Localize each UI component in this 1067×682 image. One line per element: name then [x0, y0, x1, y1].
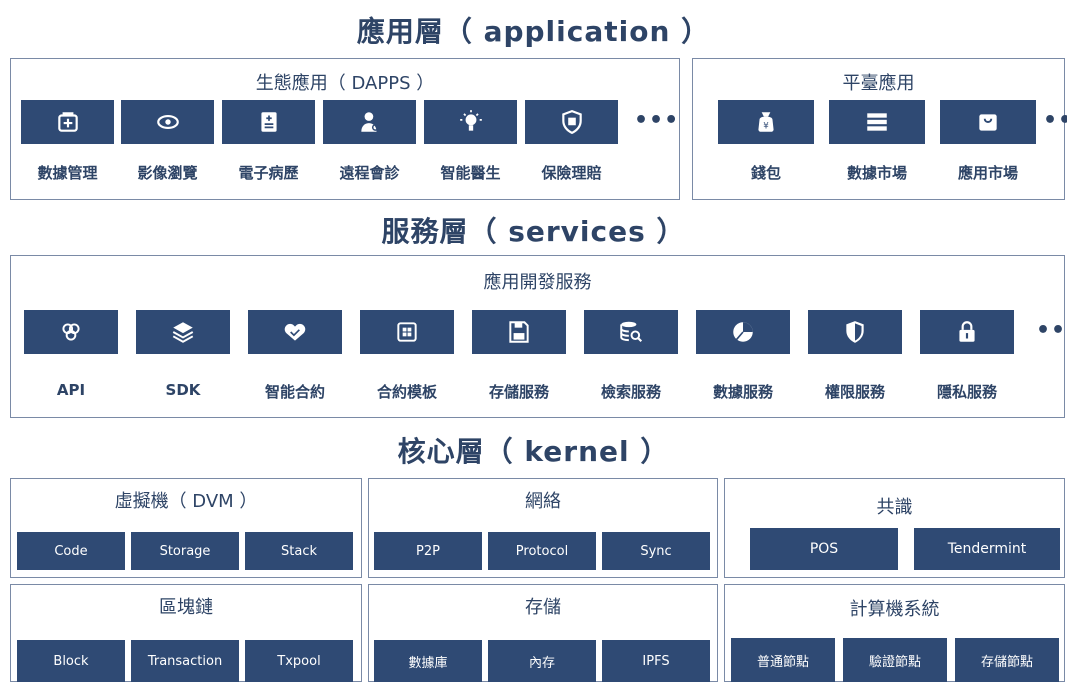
lightbulb-icon [459, 110, 482, 131]
doctor-icon [360, 112, 379, 132]
computer-chip-normal-node[interactable]: 普通節點 [731, 638, 835, 682]
service-label-data: 數據服務 [712, 383, 773, 401]
platform-tile-app-market[interactable] [940, 100, 1036, 144]
svg-text:¥: ¥ [763, 122, 769, 132]
medical-record-icon [260, 112, 277, 132]
platform-tile-wallet[interactable]: ¥ [718, 100, 814, 144]
dapps-tile-data-management[interactable] [21, 100, 114, 144]
dapps-label-medical-record: 電子病歷 [238, 164, 299, 182]
service-label-contract-template: 合約模板 [376, 383, 437, 401]
blockchain-chip-block[interactable]: Block [17, 640, 125, 682]
service-label-sdk: SDK [165, 381, 201, 399]
storage-chip-database[interactable]: 數據庫 [374, 640, 482, 682]
network-title: 網絡 [525, 491, 561, 512]
network-chip-p2p[interactable]: P2P [374, 532, 482, 570]
dvm-chip-code[interactable]: Code [17, 532, 125, 570]
dapps-label-remote-consult: 遠程會診 [339, 164, 400, 182]
platform-title: 平臺應用 [842, 73, 915, 94]
service-tile-storage[interactable] [472, 310, 566, 354]
blockchain-chip-txpool[interactable]: Txpool [245, 640, 353, 682]
dapps-tile-remote-consult[interactable] [323, 100, 416, 144]
services-more-dots: ••• [1036, 318, 1067, 343]
shopping-bag-icon [979, 114, 997, 131]
dapps-tile-image-browse[interactable] [121, 100, 214, 144]
service-label-privacy: 隱私服務 [936, 383, 997, 401]
kernel-layer-title: 核心層（ kernel ） [397, 435, 670, 468]
computer-system-title: 計算機系統 [849, 599, 940, 620]
service-tile-api[interactable] [24, 310, 118, 354]
storage-title: 存儲 [525, 597, 561, 618]
database-search-icon [620, 321, 643, 342]
template-icon [397, 322, 417, 342]
api-rings-icon [62, 323, 80, 341]
computer-chip-validator-node[interactable]: 驗證節點 [843, 638, 947, 682]
network-chip-sync[interactable]: Sync [602, 532, 710, 570]
pie-chart-icon [733, 322, 753, 342]
dapps-label-data-management: 數據管理 [37, 164, 98, 182]
service-tile-privacy[interactable] [920, 310, 1014, 354]
consensus-title: 共識 [876, 497, 913, 518]
list-icon [867, 113, 887, 131]
service-tile-data[interactable] [696, 310, 790, 354]
service-tile-search[interactable] [584, 310, 678, 354]
blockchain-title: 區塊鏈 [159, 597, 213, 618]
dvm-chip-stack[interactable]: Stack [245, 532, 353, 570]
money-bag-icon: ¥ [758, 112, 774, 132]
insurance-shield-icon [561, 110, 582, 135]
service-label-storage: 存儲服務 [488, 383, 549, 401]
handshake-icon [284, 323, 306, 341]
platform-label-app-market: 應用市場 [957, 164, 1018, 182]
service-tile-permission[interactable] [808, 310, 902, 354]
eye-icon [156, 114, 179, 130]
dvm-title: 虛擬機（ DVM ） [114, 491, 258, 512]
services-layer-title: 服務層（ services ） [381, 215, 686, 248]
service-label-smart-contract: 智能合約 [264, 383, 325, 401]
computer-chip-storage-node[interactable]: 存儲節點 [955, 638, 1059, 682]
dapps-label-insurance-claim: 保險理賠 [541, 164, 602, 182]
consensus-chip-tendermint[interactable]: Tendermint [914, 528, 1060, 570]
dapps-tile-smart-doctor[interactable] [424, 100, 517, 144]
dapps-more-dots: ••• [634, 108, 680, 133]
blockchain-chip-transaction[interactable]: Transaction [131, 640, 239, 682]
layers-icon [172, 322, 194, 343]
shield-icon [846, 321, 864, 343]
platform-label-data-market: 數據市場 [846, 164, 907, 182]
dapps-tile-medical-record[interactable] [222, 100, 315, 144]
services-title: 應用開發服務 [483, 272, 592, 293]
service-label-search: 檢索服務 [600, 383, 661, 401]
consensus-chip-pos[interactable]: POS [750, 528, 898, 570]
service-label-permission: 權限服務 [824, 383, 885, 401]
dapps-label-smart-doctor: 智能醫生 [440, 164, 501, 182]
storage-chip-memory[interactable]: 內存 [488, 640, 596, 682]
save-disk-icon [509, 321, 529, 343]
dapps-label-image-browse: 影像瀏覽 [137, 164, 198, 182]
platform-more-dots: ••• [1043, 108, 1067, 133]
network-chip-protocol[interactable]: Protocol [488, 532, 596, 570]
service-tile-smart-contract[interactable] [248, 310, 342, 354]
lock-icon [959, 321, 975, 342]
dapps-title: 生態應用（ DAPPS ） [255, 73, 435, 94]
service-label-api: API [56, 381, 86, 399]
folder-plus-icon [57, 112, 78, 132]
platform-tile-data-market[interactable] [829, 100, 925, 144]
storage-chip-ipfs[interactable]: IPFS [602, 640, 710, 682]
service-tile-contract-template[interactable] [360, 310, 454, 354]
dapps-tile-insurance-claim[interactable] [525, 100, 618, 144]
application-layer-title: 應用層（ application ） [356, 15, 711, 48]
dvm-chip-storage[interactable]: Storage [131, 532, 239, 570]
platform-label-wallet: 錢包 [750, 164, 781, 182]
service-tile-sdk[interactable] [136, 310, 230, 354]
